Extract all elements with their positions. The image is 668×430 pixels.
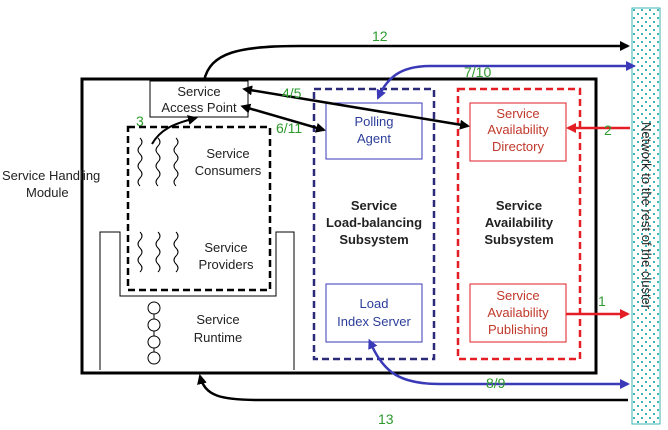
step-1: 1 [598,293,606,309]
sas-label-1: Service [496,198,542,213]
provider-squiggles [137,231,179,273]
arrow-12 [202,41,630,82]
arrow-13 [197,374,628,402]
availability-directory-box [469,102,567,162]
service-handling-box [80,77,598,375]
step-12: 12 [372,28,388,44]
arrow-8-9 [368,338,630,389]
consumer-squiggles [137,137,179,187]
sad-label-1: Service [496,106,539,121]
step-7-10: 7/10 [464,64,491,80]
consumers-label-1: Service [206,146,249,161]
lis-label-1: Load [360,296,389,311]
sap2-label-3: Publishing [488,322,548,337]
lis-label-2: Index Server [337,314,411,329]
availability-publishing-box [469,283,567,343]
sas-label-3: Subsystem [484,232,553,247]
service-handling-label-1: Service Handling [2,168,100,183]
network-label: Network to the rest of the cluster [639,122,654,310]
step-8-9: 8/9 [486,375,506,391]
sad-label-2: Availability [487,122,549,137]
sap2-label-1: Service [496,288,539,303]
service-access-point-box [149,80,249,118]
consumers-providers-box [126,125,272,292]
consumers-label-2: Consumers [195,163,262,178]
polling-label-1: Polling [354,114,393,129]
lb-label-3: Subsystem [339,232,408,247]
providers-label-2: Providers [199,257,254,272]
runtime-label-2: Runtime [194,330,242,345]
load-index-server-box [325,283,423,343]
polling-label-2: Agent [357,131,391,146]
service-runtime-outline [99,231,295,370]
step-2: 2 [604,122,612,138]
network-bar [631,7,661,425]
arrow-4-5 [242,85,470,130]
sap2-label-2: Availability [487,305,549,320]
arrow-6-11 [240,103,326,133]
sas-label-2: Availability [485,215,554,230]
step-6-11: 6/11 [276,120,302,136]
runtime-label-1: Service [196,312,239,327]
providers-label-1: Service [204,240,247,255]
sap-label-2: Access Point [161,100,237,115]
step-3: 3 [136,113,144,129]
arrow-7-10 [376,61,636,100]
step-13: 13 [378,411,394,427]
step-4-5: 4/5 [282,85,302,101]
sad-label-3: Directory [492,139,545,154]
runtime-beads [147,301,161,365]
lb-label-2: Load-balancing [326,215,422,230]
sap-label-1: Service [177,84,220,99]
arrow-3 [151,115,198,145]
lb-label-1: Service [351,198,397,213]
service-handling-label-2: Module [26,185,69,200]
